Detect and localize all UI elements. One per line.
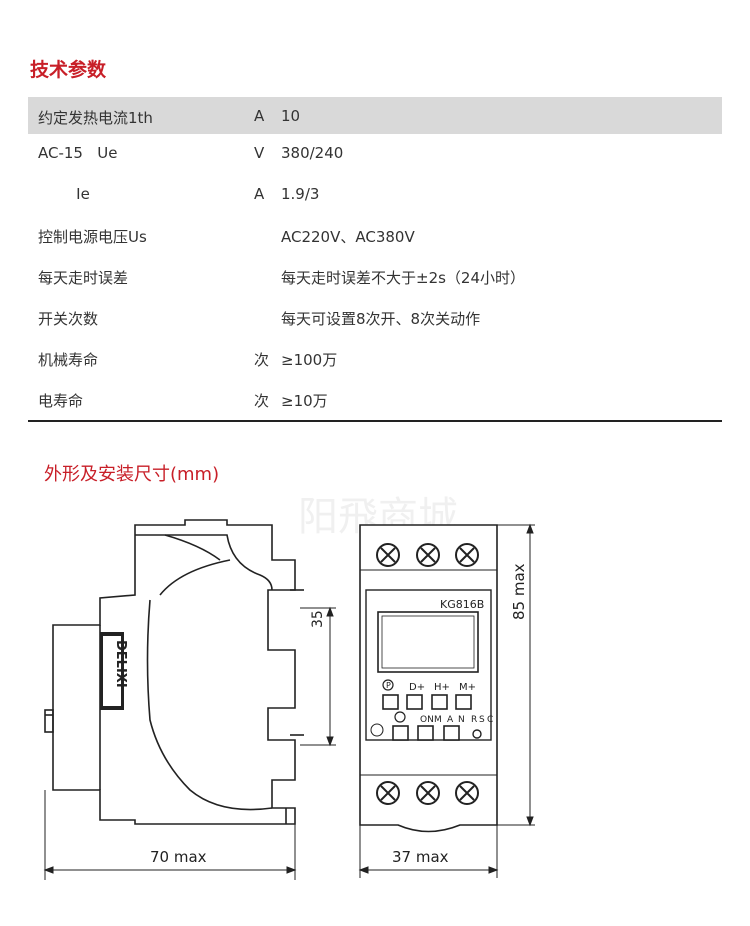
rail-dimension [300,606,336,747]
spec-row: 开关次数 每天可设置8次开、8次关动作 [28,298,722,335]
spec-title: 技术参数 [30,59,107,81]
spec-name: 控制电源电压Us [38,228,147,246]
h-label: H+ [434,682,450,693]
spec-unit: A [254,107,265,125]
r-label: R [471,715,477,725]
spec-name: 每天走时误差 [38,269,129,287]
spec-value: AC220V、AC380V [281,228,415,246]
p-label: P [386,681,391,690]
dimension-drawing: 阳飛商城 DELIXI 35 70 max [43,494,535,880]
spec-name: Ie [38,185,90,203]
brand-badge: DELIXI [100,632,128,710]
front-view [359,524,498,833]
mode-button [443,725,460,741]
m2-label: M [434,715,442,725]
front-width-label: 37 max [392,848,449,866]
spec-value: 1.9/3 [281,185,320,203]
spec-row: 电寿命 次 ≥10万 [28,380,722,417]
p-button [382,694,399,710]
spec-name: 机械寿命 [38,351,99,369]
table-bottom-rule [28,420,722,422]
terminal-screws [376,543,479,805]
ccc-mark-icon [370,723,384,737]
height-label: 85 max [510,563,528,620]
spec-unit: A [254,185,265,203]
terminal-screw-icon [376,543,400,567]
m-label: M+ [459,682,476,693]
terminal-screw-icon [455,781,479,805]
spec-row: 约定发热电流1th A 10 [28,97,722,134]
d-button [406,694,423,710]
s-label: S [479,715,485,725]
side-width-dimension [43,790,297,880]
spec-unit: 次 [254,351,270,369]
terminal-screw-icon [455,543,479,567]
spec-value: ≥10万 [281,392,328,410]
c-label: C [487,715,493,725]
lcd-display [377,611,479,673]
spec-unit: 次 [254,392,270,410]
front-width-dimension [358,825,499,878]
spec-name: 开关次数 [38,310,99,328]
on-label: ON [420,715,434,725]
terminal-screw-icon [376,781,400,805]
spec-row: AC-15 Ue V 380/240 [28,134,722,171]
spec-value: 380/240 [281,144,344,162]
height-dimension [497,523,535,827]
spec-value: 10 [281,107,301,125]
d-label: D+ [409,682,425,693]
side-width-label: 70 max [150,848,207,866]
spec-row: 控制电源电压Us AC220V、AC380V [28,216,722,253]
spec-unit: V [254,144,265,162]
spec-value: ≥100万 [281,351,338,369]
reset-hole-icon [472,729,482,739]
n-label: N [458,715,465,725]
spec-row: 机械寿命 次 ≥100万 [28,339,722,376]
button-row-2 [370,711,482,741]
h-button [431,694,448,710]
model-label: KG816B [440,598,484,611]
dimension-title: 外形及安装尺寸(mm) [44,464,220,485]
clock-button [392,725,409,741]
on-button [417,725,434,741]
spec-value: 每天可设置8次开、8次关动作 [281,310,481,328]
button-row-1 [382,679,472,710]
brand-mark: DELIXI [113,640,128,688]
spec-row: Ie A 1.9/3 [28,175,722,212]
program-icon [382,679,394,691]
spec-row: 每天走时误差 每天走时误差不大于±2s（24小时） [28,257,722,294]
terminal-screw-icon [416,543,440,567]
m-button [455,694,472,710]
spec-name: 电寿命 [38,392,84,410]
clock-icon [394,711,406,723]
a-label: A [447,715,454,725]
spec-value: 每天走时误差不大于±2s（24小时） [281,269,526,287]
spec-name: 约定发热电流1th [38,109,153,127]
side-view [44,519,304,825]
terminal-screw-icon [416,781,440,805]
spec-name: AC-15 Ue [38,144,118,162]
rail-label: 35 [310,610,326,628]
